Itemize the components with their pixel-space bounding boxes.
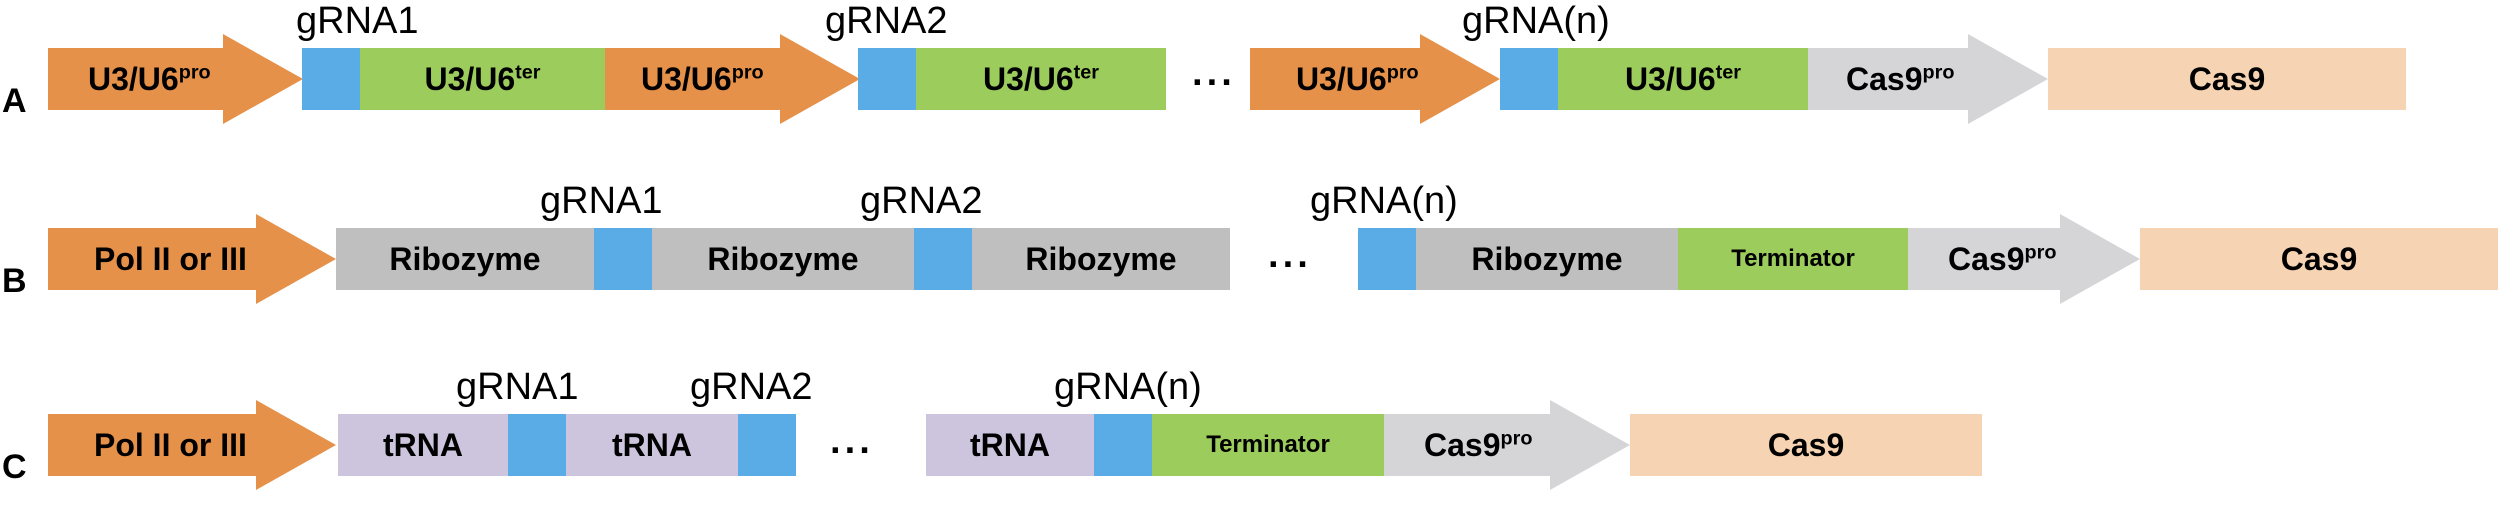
trna-n: tRNA <box>926 414 1094 476</box>
grna-spacer-bn <box>1358 228 1416 290</box>
cas9-gene-b: Cas9 <box>2140 228 2498 290</box>
u3-u6-terminator-2: U3/U6ter <box>916 48 1166 110</box>
cas9-promoter-arrow-c: Cas9pro <box>1384 400 1630 490</box>
terminator-b: Terminator <box>1678 228 1908 290</box>
u3-u6-promoter-arrow-n: U3/U6pro <box>1250 34 1500 124</box>
grna-label-c2: gRNA2 <box>690 366 813 408</box>
cas9-gene-c: Cas9 <box>1630 414 1982 476</box>
u3-u6-promoter-label-n: U3/U6pro <box>1296 61 1419 97</box>
ribozyme-1: Ribozyme <box>336 228 594 290</box>
grna-spacer-b1 <box>594 228 652 290</box>
grna-label-n: gRNA(n) <box>1462 0 1610 42</box>
cas9-promoter-arrow-b: Cas9pro <box>1908 214 2140 304</box>
grna-label-c1: gRNA1 <box>456 366 579 408</box>
ellipsis-b: ··· <box>1268 244 1312 286</box>
grna-spacer-n <box>1500 48 1558 110</box>
u3-u6-promoter-arrow-1: U3/U6pro <box>48 34 303 124</box>
trna-1: tRNA <box>338 414 508 476</box>
u3-u6-promoter-label-2: U3/U6pro <box>641 61 764 97</box>
u3-u6-promoter-arrow-2: U3/U6pro <box>605 34 860 124</box>
cas9-promoter-label-b: Cas9pro <box>1948 241 2057 277</box>
ellipsis-a: ··· <box>1192 62 1236 104</box>
grna-label-b2: gRNA2 <box>860 180 983 222</box>
row-label-c: C <box>2 448 27 486</box>
ribozyme-3: Ribozyme <box>972 228 1230 290</box>
trna-2: tRNA <box>566 414 738 476</box>
grna-spacer-1 <box>302 48 360 110</box>
grna-label-2: gRNA2 <box>825 0 948 42</box>
grna-spacer-2 <box>858 48 916 110</box>
ribozyme-n: Ribozyme <box>1416 228 1678 290</box>
u3-u6-promoter-label-1: U3/U6pro <box>88 61 211 97</box>
grna-spacer-c1 <box>508 414 566 476</box>
grna-spacer-b2 <box>914 228 972 290</box>
pol-promoter-label-b: Pol II or III <box>94 241 247 277</box>
u3-u6-terminator-1: U3/U6ter <box>360 48 605 110</box>
grna-label-1: gRNA1 <box>296 0 419 42</box>
terminator-c: Terminator <box>1152 414 1384 476</box>
pol-promoter-arrow-c: Pol II or III <box>48 400 336 490</box>
pol-promoter-arrow-b: Pol II or III <box>48 214 336 304</box>
grna-spacer-cn <box>1094 414 1152 476</box>
ribozyme-2: Ribozyme <box>652 228 914 290</box>
cas9-promoter-label-a: Cas9pro <box>1846 61 1955 97</box>
cas9-promoter-arrow-a: Cas9pro <box>1808 34 2048 124</box>
grna-spacer-c2 <box>738 414 796 476</box>
ellipsis-c: ··· <box>830 430 874 472</box>
row-label-b: B <box>2 262 27 300</box>
grna-label-cn: gRNA(n) <box>1054 366 1202 408</box>
u3-u6-terminator-n: U3/U6ter <box>1558 48 1808 110</box>
grna-label-b1: gRNA1 <box>540 180 663 222</box>
row-label-a: A <box>2 82 27 120</box>
cas9-gene-a: Cas9 <box>2048 48 2406 110</box>
grna-label-bn: gRNA(n) <box>1310 180 1458 222</box>
cas9-promoter-label-c: Cas9pro <box>1424 427 1533 463</box>
pol-promoter-label-c: Pol II or III <box>94 427 247 463</box>
